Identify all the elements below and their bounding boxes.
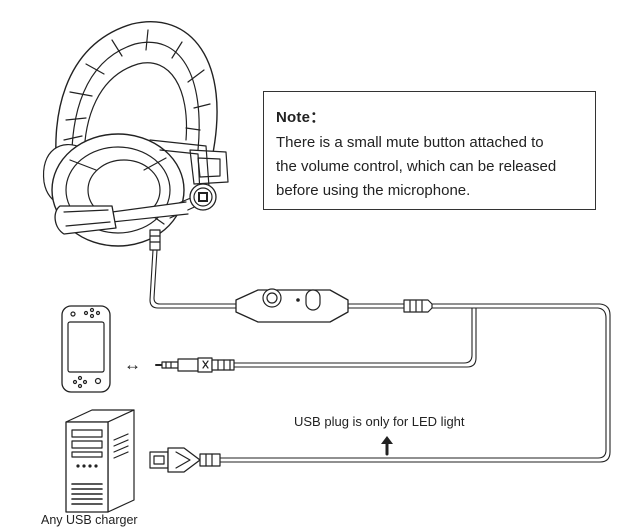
- note-title: Note：: [276, 109, 326, 126]
- desktop-tower-icon: [65, 409, 135, 513]
- cable-splitter: [403, 299, 433, 313]
- swap-arrow-icon: ↔: [124, 355, 141, 374]
- usb-caption: USB plug is only for LED light: [294, 414, 465, 429]
- note-line: the volume control, which can be release…: [276, 158, 557, 175]
- charger-label: Any USB charger: [41, 513, 138, 527]
- gaming-headset-icon: [42, 21, 229, 251]
- note-line: before using the microphone.: [276, 182, 471, 199]
- note-line: There is a small mute button attached to: [276, 134, 544, 151]
- note-box: Note： There is a small mute button attac…: [263, 91, 596, 210]
- headset-cable: [149, 249, 611, 463]
- volume-control: [235, 288, 349, 323]
- handheld-console-icon: [61, 305, 111, 393]
- up-arrow-icon: [381, 436, 393, 456]
- usb-plug-icon: [149, 447, 221, 473]
- audio-jack-icon: [155, 357, 235, 373]
